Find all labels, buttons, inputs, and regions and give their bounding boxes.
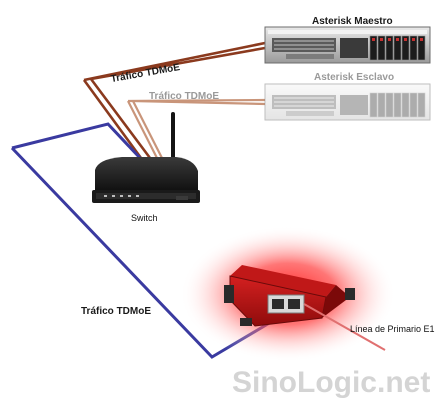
watermark: SinoLogic.net: [232, 366, 430, 399]
router-icon: [95, 157, 198, 193]
cable-switch-to-master: [82, 41, 266, 159]
cable-master-line-upper: [83, 41, 266, 82]
e1-line-label: Línea de Primario E1: [350, 324, 435, 334]
switch-device: [92, 112, 200, 203]
e1-card-icon: [224, 265, 355, 327]
cable-slave-line: [127, 100, 164, 161]
cable-master-line: [82, 78, 152, 159]
cable-slave-line-upper: [127, 98, 266, 106]
slave-link-label: Tráfico TDMoE: [149, 91, 219, 102]
e1-line: [303, 303, 386, 351]
asterisk-slave-server: [264, 83, 431, 121]
slave-server-label: Asterisk Esclavo: [314, 72, 394, 83]
e1-card-device: [180, 226, 396, 362]
switch-label: Switch: [131, 213, 158, 223]
card-link-label: Tráfico TDMoE: [81, 306, 151, 317]
cable-switch-to-slave: [127, 98, 266, 161]
asterisk-master-server: [264, 26, 431, 64]
master-link-label: Tráfico TDMoE: [110, 62, 181, 85]
master-server-label: Asterisk Maestro: [312, 16, 393, 27]
